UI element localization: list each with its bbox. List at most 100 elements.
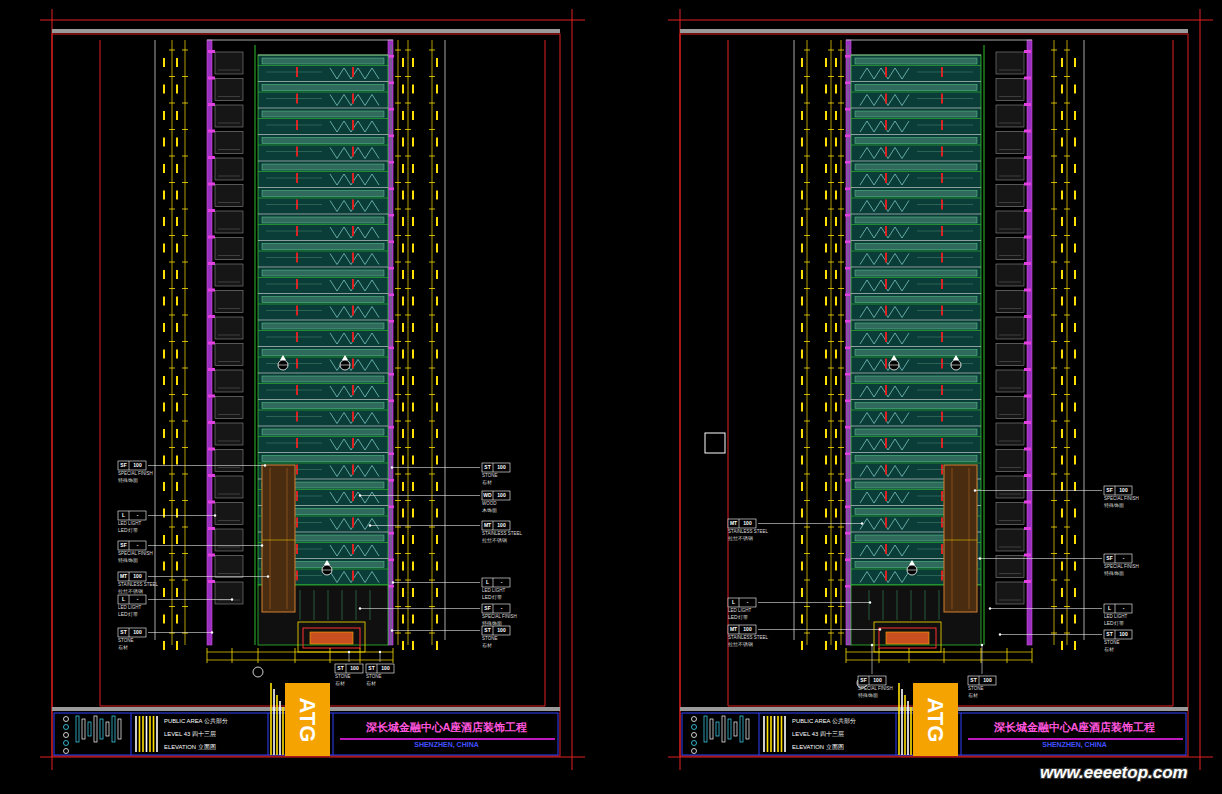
dimension-mark	[1061, 429, 1063, 438]
floor-line	[258, 346, 388, 347]
floor-line	[258, 134, 388, 135]
dimension-tick	[838, 315, 844, 316]
floor-band	[855, 376, 977, 382]
texture-line	[917, 390, 973, 391]
dimension-tick	[405, 368, 411, 369]
dimension-mark	[176, 588, 178, 597]
material-name-zh: 木饰面	[482, 507, 497, 513]
slab-mark	[1024, 448, 1031, 451]
logo-box: ATG	[913, 683, 958, 756]
red-mark	[352, 332, 354, 342]
lobby-line	[883, 590, 884, 620]
callout-tag	[335, 664, 363, 673]
leader-dot	[974, 489, 976, 491]
material-code: WD	[482, 491, 493, 500]
texture-line	[917, 337, 973, 338]
dimension-tick	[169, 156, 175, 157]
red-mark	[352, 120, 354, 130]
material-code: ST	[968, 676, 979, 685]
dimension-tick	[838, 606, 844, 607]
leader-dot	[999, 633, 1001, 635]
dimension-tick	[169, 209, 175, 210]
floor-line	[258, 373, 388, 374]
dimension-tick	[1064, 103, 1070, 104]
floor-band	[262, 270, 384, 276]
dimension-tick	[405, 394, 411, 395]
sheet-info: ELEVATION 立面图	[164, 743, 267, 751]
tag-divider	[739, 625, 740, 634]
dimension-tick	[1064, 156, 1070, 157]
dimension-tick	[828, 156, 834, 157]
zigzag	[860, 227, 909, 238]
floor-line	[851, 240, 981, 241]
dimension-line	[172, 40, 173, 645]
dimension-tick	[1051, 606, 1057, 607]
red-mark	[352, 253, 354, 263]
dimension-mark	[412, 270, 414, 279]
floor-band	[855, 429, 977, 435]
red-mark	[352, 385, 354, 395]
green-line	[984, 45, 985, 645]
floor-band	[262, 429, 384, 435]
floor-line	[258, 383, 388, 384]
leader-dot	[861, 522, 863, 524]
dimension-mark	[163, 456, 165, 465]
stripe	[279, 701, 281, 755]
material-number: -	[129, 541, 146, 550]
red-mark	[352, 359, 354, 369]
frame-line	[668, 757, 1213, 758]
dimension-mark	[1061, 403, 1063, 412]
dimension-mark	[1061, 641, 1063, 650]
shaft-floor	[996, 238, 1024, 260]
stripe	[142, 716, 144, 752]
frame-line	[40, 757, 585, 758]
floor-line	[258, 108, 388, 109]
callout-tag	[482, 463, 510, 472]
shaft-floor	[215, 158, 243, 180]
dimension-tick	[395, 368, 401, 369]
zigzag	[330, 68, 379, 79]
dimension-tick	[1051, 447, 1057, 448]
dimension-mark	[825, 111, 827, 120]
material-name-zh: LED灯带	[482, 594, 502, 600]
dimension-mark	[835, 456, 837, 465]
stripe	[901, 689, 903, 755]
dimension-mark	[436, 164, 438, 173]
material-code: ST	[335, 664, 346, 673]
dimension-tick	[1051, 156, 1057, 157]
zigzag	[860, 545, 909, 556]
dimension-mark	[835, 85, 837, 94]
leader-line	[872, 645, 873, 674]
logo-text: ATG	[295, 697, 321, 742]
dimension-tick	[429, 447, 435, 448]
dimension-mark	[801, 111, 803, 120]
material-name-zh: 特殊饰面	[858, 692, 878, 698]
lobby-line	[314, 590, 315, 620]
dimension-tick	[182, 368, 188, 369]
dimension-tick	[1051, 129, 1057, 130]
shaft-floor	[215, 450, 243, 472]
dimension-tick	[395, 447, 401, 448]
callout-tag	[482, 578, 510, 587]
dimension-tick	[1051, 474, 1057, 475]
dimension-line	[207, 652, 393, 653]
floor-band	[262, 85, 384, 91]
shaft-floor	[215, 211, 243, 233]
dimension-tick	[1051, 500, 1057, 501]
material-name: SPECIAL FINISH	[118, 551, 153, 557]
floor-line	[851, 161, 981, 162]
material-code: ST	[1104, 630, 1115, 639]
shaft-floor	[215, 503, 243, 525]
zigzag	[860, 280, 909, 291]
dimension-mark	[402, 429, 404, 438]
dimension-mark	[436, 588, 438, 597]
dimension-mark	[412, 456, 414, 465]
dimension-tick	[1051, 209, 1057, 210]
dimension-tick	[828, 421, 834, 422]
floor-line	[851, 198, 981, 199]
leader-dot	[391, 629, 393, 631]
dimension-tick	[169, 182, 175, 183]
floor-line	[851, 65, 981, 66]
slab-mark	[1024, 315, 1031, 318]
floor-line	[258, 92, 388, 93]
